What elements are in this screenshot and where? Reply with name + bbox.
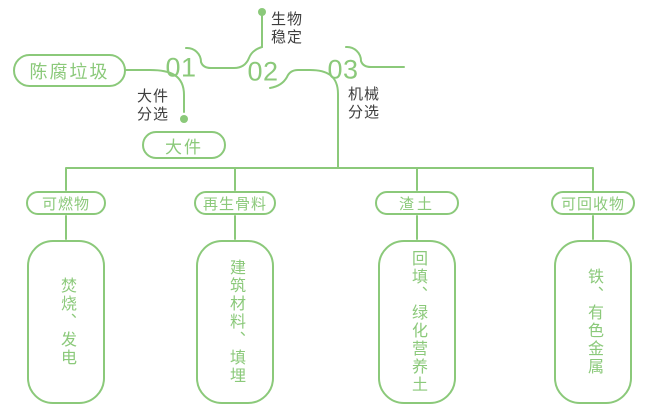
step-number-1: 01 (165, 52, 197, 83)
step3-process-label: 机械 分选 (348, 86, 381, 121)
branch-dot-bulky (180, 115, 188, 123)
bulky-output-label: 大件 (165, 137, 203, 157)
category-pill-slag-soil: 渣土 (375, 191, 459, 215)
step2-process-label: 生物 稳定 (271, 11, 304, 46)
uses-text: 建筑材料、填埋 (227, 259, 244, 385)
bulky-output-pill: 大件 (142, 131, 226, 159)
category-pill-recyclables: 可回收物 (551, 191, 635, 215)
source-label: 陈腐垃圾 (29, 61, 110, 82)
category-label: 再生骨料 (202, 195, 267, 213)
line-step02-to-step03 (269, 69, 339, 169)
line-step03-out (345, 45, 405, 68)
step1-process-label: 大件 分选 (137, 88, 170, 123)
category-label: 可回收物 (560, 195, 625, 213)
line-step01-to-step02 (185, 15, 263, 69)
source-pill: 陈腐垃圾 (13, 54, 126, 87)
uses-box-recycled-aggregate: 建筑材料、填埋 (196, 240, 274, 404)
category-label: 渣土 (398, 195, 435, 213)
branch-dot-bio (258, 8, 266, 16)
category-label: 可燃物 (41, 195, 90, 213)
category-pill-combustibles: 可燃物 (26, 191, 106, 215)
uses-box-slag-soil: 回填、绿化营养土 (378, 240, 456, 404)
category-pill-recycled-aggregate: 再生骨料 (194, 191, 276, 215)
step-number-3: 03 (327, 54, 359, 85)
step-number-2: 02 (247, 56, 279, 87)
uses-text: 铁、有色金属 (585, 268, 602, 376)
distribution-bus (65, 167, 594, 191)
uses-text: 焚烧、发电 (58, 277, 75, 367)
uses-text: 回填、绿化营养土 (409, 250, 426, 394)
line-source-to-step01 (125, 69, 185, 113)
pill-box-connectors (65, 215, 594, 240)
uses-box-recyclables: 铁、有色金属 (554, 240, 632, 404)
uses-box-combustibles: 焚烧、发电 (27, 240, 105, 404)
